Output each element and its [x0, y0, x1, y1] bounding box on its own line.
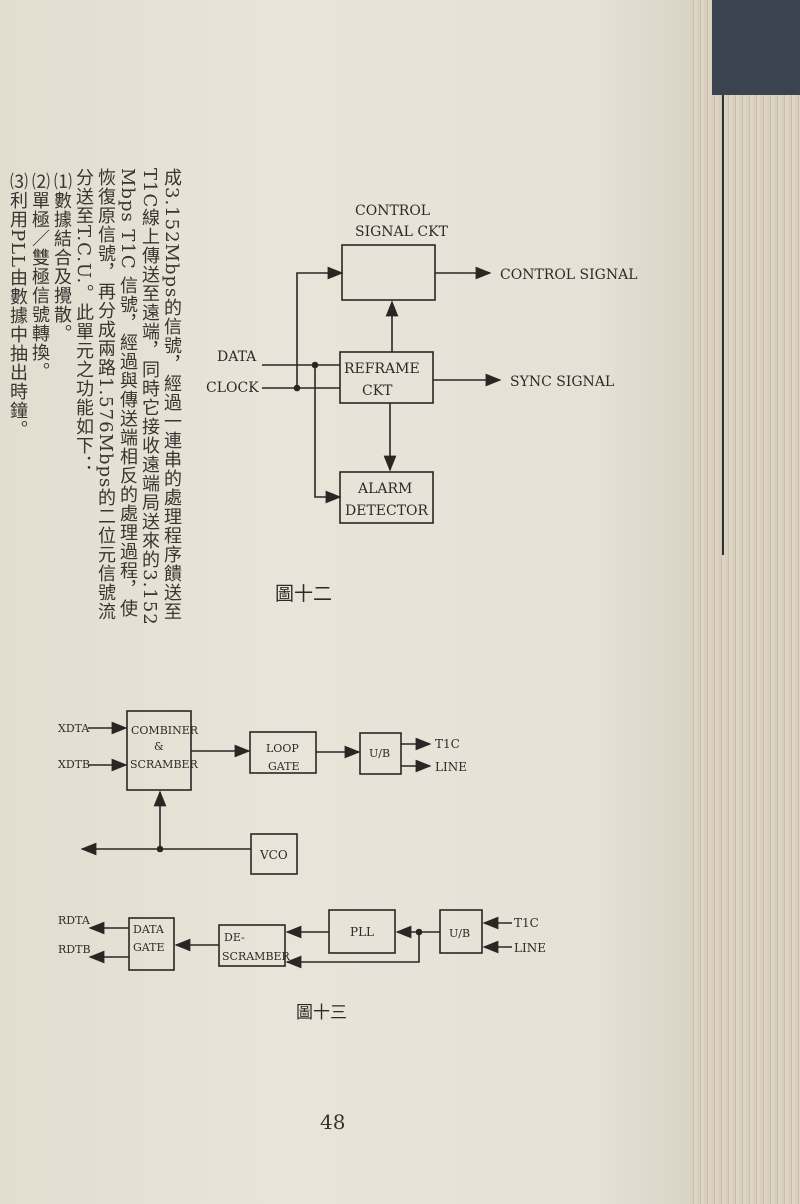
t1c-tx-label: T1C — [435, 737, 460, 751]
rdtb-label: RDTB — [58, 943, 91, 956]
ub-tx-label: U/B — [369, 747, 390, 760]
reframe-ckt-box — [339, 351, 434, 404]
text-line: Mbps T1C 信號，經過與傳送端相反的處理過程，使 — [117, 168, 138, 619]
xdtb-label: XDTB — [58, 758, 90, 771]
loop-gate-label: GATE — [268, 760, 300, 773]
pll-label: PLL — [350, 925, 374, 939]
reframe-box-label: REFRAME — [344, 361, 420, 377]
sync-signal-label: SYNC SIGNAL — [510, 374, 614, 390]
ub-rx-label: U/B — [449, 927, 470, 940]
function-item: ⑶利用PLL由數據中抽出時鐘。 — [7, 172, 28, 440]
t1c-rx-label: T1C — [514, 916, 539, 930]
figure-13-caption: 圖十三 — [296, 1003, 347, 1023]
data-input-label: DATA — [217, 349, 257, 365]
book-page — [0, 0, 700, 1204]
body-text: 成3.152Mbps的信號，經過一連串的處理程序饋送至 T1C線上傳送至遠端，同… — [6, 168, 182, 626]
data-to-alarm — [314, 365, 342, 504]
text-line: 恢復原信號，再分成兩路1.576Mbps的二位元信號流 — [95, 168, 116, 622]
data-gate-label: DATA — [133, 923, 165, 936]
loop-gate-label: LOOP — [266, 742, 299, 755]
data-gate-label: GATE — [133, 941, 165, 954]
text-line: 成3.152Mbps的信號，經過一連串的處理程序饋送至 — [161, 168, 182, 622]
figure-12 — [262, 244, 502, 524]
figure-13 — [80, 710, 512, 971]
figure-12-caption: 圖十二 — [275, 583, 332, 605]
xdta-label: XDTA — [58, 722, 90, 735]
vco-label: VCO — [259, 848, 288, 862]
combiner-label: COMBINER — [131, 724, 199, 737]
function-item: ⑴數據結合及攪散。 — [51, 172, 72, 343]
combiner-label: SCRAMBER — [130, 758, 199, 771]
page-number: 48 — [320, 1110, 346, 1134]
page-gutter-line — [722, 95, 724, 555]
text-line: T1C線上傳送至遠端，同時它接收遠端局送來的3.152 — [139, 168, 160, 626]
descramber-label: DE- — [224, 931, 245, 944]
book-cover — [712, 0, 800, 95]
control-box-label: CONTROL — [355, 203, 430, 219]
control-box-label: SIGNAL CKT — [355, 224, 449, 240]
page-edges — [690, 0, 800, 1204]
alarm-box-label: DETECTOR — [345, 503, 429, 519]
vco-box — [250, 833, 298, 875]
function-item: ⑵單極／雙極信號轉換。 — [29, 172, 50, 381]
descramber-label: SCRAMBER — [222, 950, 291, 963]
combiner-label: & — [154, 740, 164, 753]
rdta-label: RDTA — [58, 914, 91, 927]
text-line: 分送至T.C.U.。此單元之功能如下： — [73, 168, 94, 475]
alarm-box-label: ALARM — [357, 481, 412, 497]
line-rx-label: LINE — [514, 941, 546, 955]
reframe-box-label: CKT — [362, 383, 393, 399]
control-signal-label: CONTROL SIGNAL — [500, 267, 638, 283]
line-tx-label: LINE — [435, 760, 467, 774]
control-signal-ckt-box — [341, 244, 436, 301]
clock-input-label: CLOCK — [206, 380, 259, 396]
data-gate-box — [128, 917, 175, 971]
clock-to-control — [296, 266, 344, 388]
